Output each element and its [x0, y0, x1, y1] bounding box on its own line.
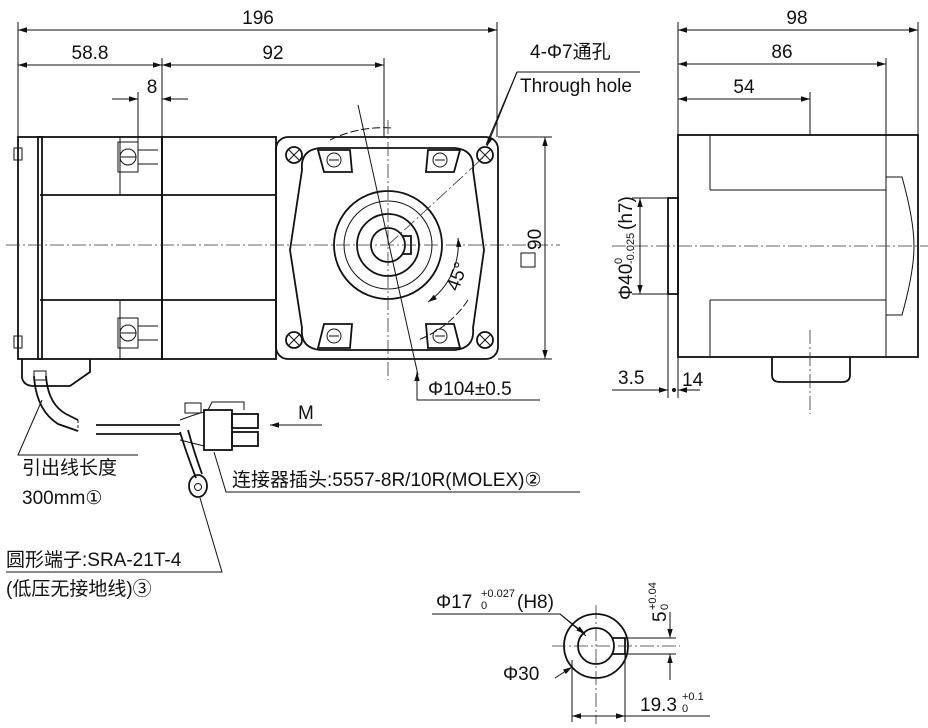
screw-pocket-tr [425, 149, 462, 173]
connector-plug [184, 401, 259, 451]
dim-side-overall: 98 [786, 8, 807, 29]
mounting-hole-tl [285, 146, 303, 164]
dim-pilot-tol-upper: 0 [613, 258, 625, 264]
ring-terminal [188, 474, 208, 498]
ring-terminal-label: 圆形端子:SRA-21T-4 [6, 549, 182, 571]
dim-overall-length: 196 [242, 8, 274, 29]
mounting-hole-br [476, 331, 494, 349]
angle-label: 45° [443, 260, 473, 294]
bore-diameter: Φ17 [436, 592, 472, 613]
dim-bolt-circle: Φ104±0.5 [428, 379, 512, 400]
dim-shaft-offset: 3.5 [618, 368, 644, 389]
dim-pilot-tol-lower: -0.025 [625, 233, 637, 264]
motor-screw-bottom [117, 317, 158, 349]
depth-tol-lower: 0 [682, 703, 688, 715]
screw-pocket-tl [316, 149, 353, 173]
motor-body [13, 136, 163, 387]
dim-flange-square: 90 [525, 229, 546, 250]
lead-length-label: 引出线长度 [22, 457, 117, 479]
dim-pilot-diameter-group: Φ40 0 -0.025 (h7) [613, 196, 637, 300]
hub-diameter: Φ30 [503, 664, 539, 685]
keyway-tol-lower: 0 [659, 604, 671, 610]
bore-fit: (H8) [517, 592, 554, 613]
through-hole-label-en: Through hole [520, 76, 632, 97]
motor-screw-top [117, 141, 158, 173]
depth-tol-upper: +0.1 [682, 691, 704, 703]
dim-motor-length: 58.8 [72, 43, 109, 64]
keyway-width: 5 [650, 611, 671, 622]
square-symbol [520, 252, 536, 268]
side-view [667, 134, 919, 383]
lead-length-value: 300mm① [22, 488, 102, 509]
dim-side-body: 86 [771, 42, 792, 63]
screw-pocket-br [425, 323, 462, 349]
dim-gearbox-length: 92 [262, 43, 283, 64]
gearbox-flange [275, 127, 499, 360]
dim-flange-thickness: 8 [147, 77, 158, 98]
bore-tol-lower: 0 [481, 600, 487, 612]
dim-shaft-length: 14 [682, 370, 704, 391]
dim-pilot-diameter: Φ40 [616, 264, 637, 300]
lead-cable [33, 370, 205, 479]
connector-label: 连接器插头:5557-8R/10R(MOLEX)② [232, 469, 542, 491]
gearbox-body [161, 136, 277, 360]
keyway-tol-upper: +0.04 [647, 582, 659, 610]
bore-tol-upper: +0.027 [481, 588, 515, 600]
direction-label: M [298, 403, 314, 424]
through-hole-label-cn: 4-Φ7通孔 [530, 41, 611, 63]
dim-pilot-fit: (h7) [616, 196, 637, 230]
ground-wire-label: (低压无接地线)③ [6, 578, 152, 600]
screw-pocket-bl [316, 323, 353, 349]
keyway-depth: 19.3 [640, 695, 677, 716]
mounting-hole-bl [285, 331, 303, 349]
dim-side-pilot: 54 [733, 77, 755, 98]
mounting-hole-tr [476, 146, 494, 164]
